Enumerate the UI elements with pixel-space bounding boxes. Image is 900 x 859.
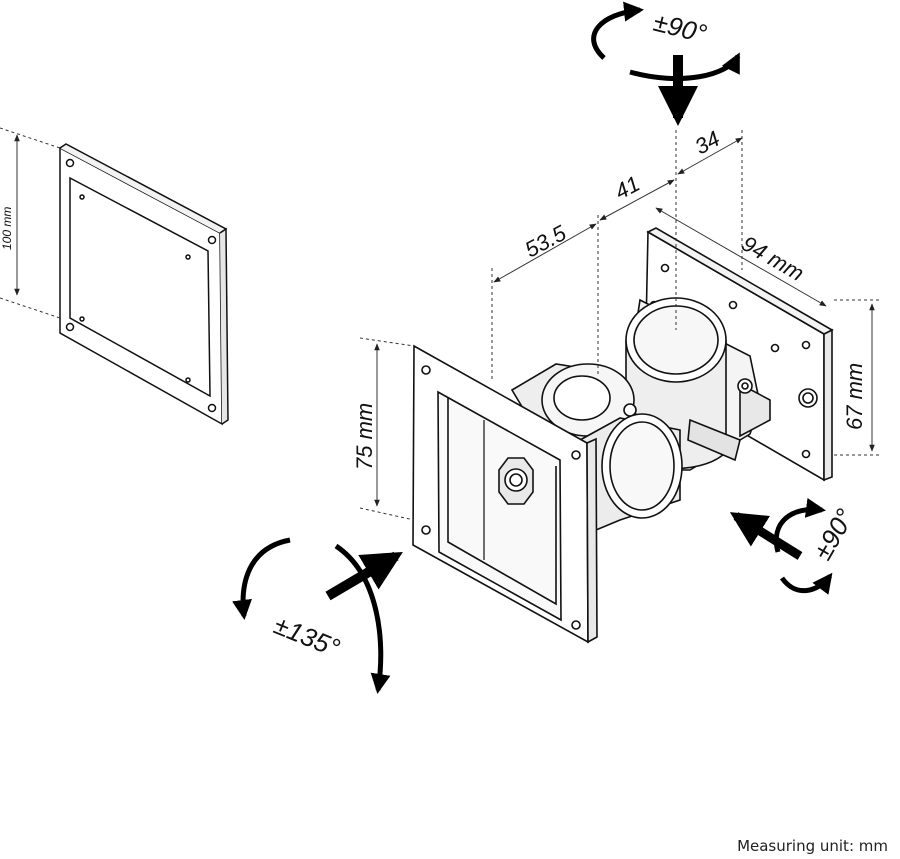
front-tilt-joint: [579, 413, 683, 532]
label-67mm: 67 mm: [842, 363, 867, 430]
dimension-100mm: [0, 127, 61, 319]
label-53-5: 53.5: [521, 220, 571, 263]
label-75mm: 75 mm: [352, 403, 377, 470]
rear-swivel-joint: [619, 297, 771, 471]
dimension-75mm: [359, 337, 415, 521]
label-rotation-right: ±90°: [807, 504, 860, 565]
label-34: 34: [691, 126, 724, 160]
measuring-unit-note: Measuring unit: mm: [737, 837, 888, 855]
rotation-arrow-left: [232, 537, 403, 694]
rotation-arrow-top: [591, 1, 741, 126]
rotation-arrow-right: [729, 497, 833, 595]
dimension-67mm: [834, 299, 880, 456]
label-100mm: 100 mm: [0, 207, 14, 250]
label-rotation-top: ±90°: [651, 7, 710, 49]
vesa-100-adapter-plate: [59, 143, 229, 426]
dimension-lines-top: [491, 130, 827, 380]
label-rotation-left: ±135°: [270, 610, 344, 663]
center-bolt: [498, 457, 534, 505]
label-94mm: 94 mm: [738, 231, 809, 286]
